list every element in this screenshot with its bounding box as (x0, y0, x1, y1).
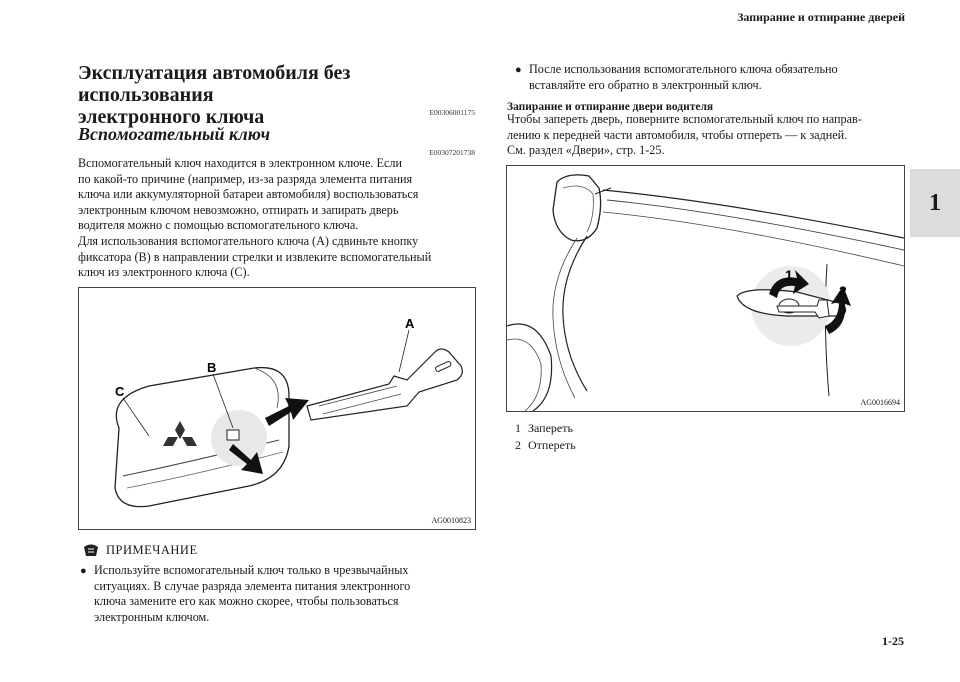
text-line: электронным ключом невозможно, отпирать … (78, 202, 399, 217)
text-line: фиксатора (B) в направлении стрелки и из… (78, 249, 432, 264)
text-line: лению к передней части автомобиля, чтобы… (507, 127, 848, 142)
bullet-icon: ● (515, 64, 522, 76)
arrow-unlock-icon (825, 286, 851, 334)
driver-door-heading: Запирание и отпирание двери водителя (507, 101, 714, 113)
legend-number: 1 (515, 421, 521, 435)
figure-code: AG0016694 (860, 398, 900, 407)
logo-icon (163, 421, 197, 446)
text-line: Используйте вспомогательный ключ только … (94, 563, 409, 577)
legend-item: 1 Запереть (515, 420, 576, 437)
note-icon (84, 544, 98, 556)
chapter-tab: 1 (910, 169, 960, 237)
spare-key (306, 348, 463, 421)
legend-item: 2 Отпереть (515, 437, 576, 454)
note-heading: ПРИМЕЧАНИЕ (82, 542, 198, 558)
text-line: Вспомогательный ключ находится в электро… (78, 156, 402, 170)
section-title: Эксплуатация автомобиля без использовани… (78, 62, 478, 128)
label-c: C (115, 384, 125, 399)
return-key-bullet: ● После использования вспомогательного к… (515, 62, 905, 93)
key-illustration: A B C (114, 316, 463, 508)
note-bullet: ● Используйте вспомогательный ключ тольк… (80, 563, 480, 625)
label-a: A (405, 316, 415, 331)
text-line: ключа или аккумуляторной батареи автомоб… (78, 187, 419, 202)
text-line: ключа замените его как можно скорее, что… (94, 594, 399, 609)
arrow-right-icon (265, 398, 309, 426)
figure-code: AG0010823 (431, 516, 471, 525)
driver-door-paragraph: Чтобы запереть дверь, поверните вспомога… (507, 112, 907, 159)
mirror (552, 174, 602, 242)
text-line: См. раздел «Двери», стр. 1-25. (507, 143, 665, 158)
note-label: ПРИМЕЧАНИЕ (106, 542, 198, 557)
text-line: водителя можно с помощью вспомогательног… (78, 218, 359, 233)
key-in-lock (776, 299, 830, 319)
subsection-title: Вспомогательный ключ (78, 124, 271, 144)
legend-text: Запереть (528, 421, 573, 435)
section-title-line: Эксплуатация автомобиля без использовани… (78, 62, 351, 106)
label-two: 2 (839, 283, 847, 299)
subsection-code: E00307201738 (429, 148, 475, 157)
text-line: ключ из электронного ключа (C). (78, 265, 250, 280)
section-title-line: электронного ключа (78, 106, 265, 128)
text-line: вставляйте его обратно в электронный клю… (529, 77, 762, 92)
legend-number: 2 (515, 438, 521, 452)
text-line: Чтобы запереть дверь, поверните вспомога… (507, 112, 862, 126)
key-figure: A B C AG0010823 (78, 287, 476, 530)
text-line: После использования вспомогательного клю… (529, 62, 838, 76)
figure-legend: 1 Запереть 2 Отпереть (515, 420, 576, 454)
lock-knob (226, 429, 240, 441)
arrow-lock-icon (769, 270, 809, 298)
spare-key-paragraph: Вспомогательный ключ находится в электро… (78, 156, 478, 281)
arrow-down-icon (229, 444, 263, 474)
running-header: Запирание и отпирание дверей (737, 10, 905, 24)
door-figure: 1 2 AG0016694 (506, 165, 905, 412)
text-line: ситуациях. В случае разряда элемента пит… (94, 578, 411, 593)
door-illustration: 1 2 (506, 174, 905, 412)
text-line: Для использования вспомогательного ключа… (78, 233, 419, 248)
legend-text: Отпереть (528, 438, 576, 452)
page-number: 1-25 (882, 634, 904, 648)
text-line: электронным ключом. (94, 609, 210, 624)
text-line: по какой-то причине (например, из-за раз… (78, 171, 413, 186)
bullet-icon: ● (80, 565, 87, 577)
section-code: E00306001175 (429, 108, 475, 117)
label-b: B (207, 360, 216, 375)
label-one: 1 (785, 267, 793, 283)
